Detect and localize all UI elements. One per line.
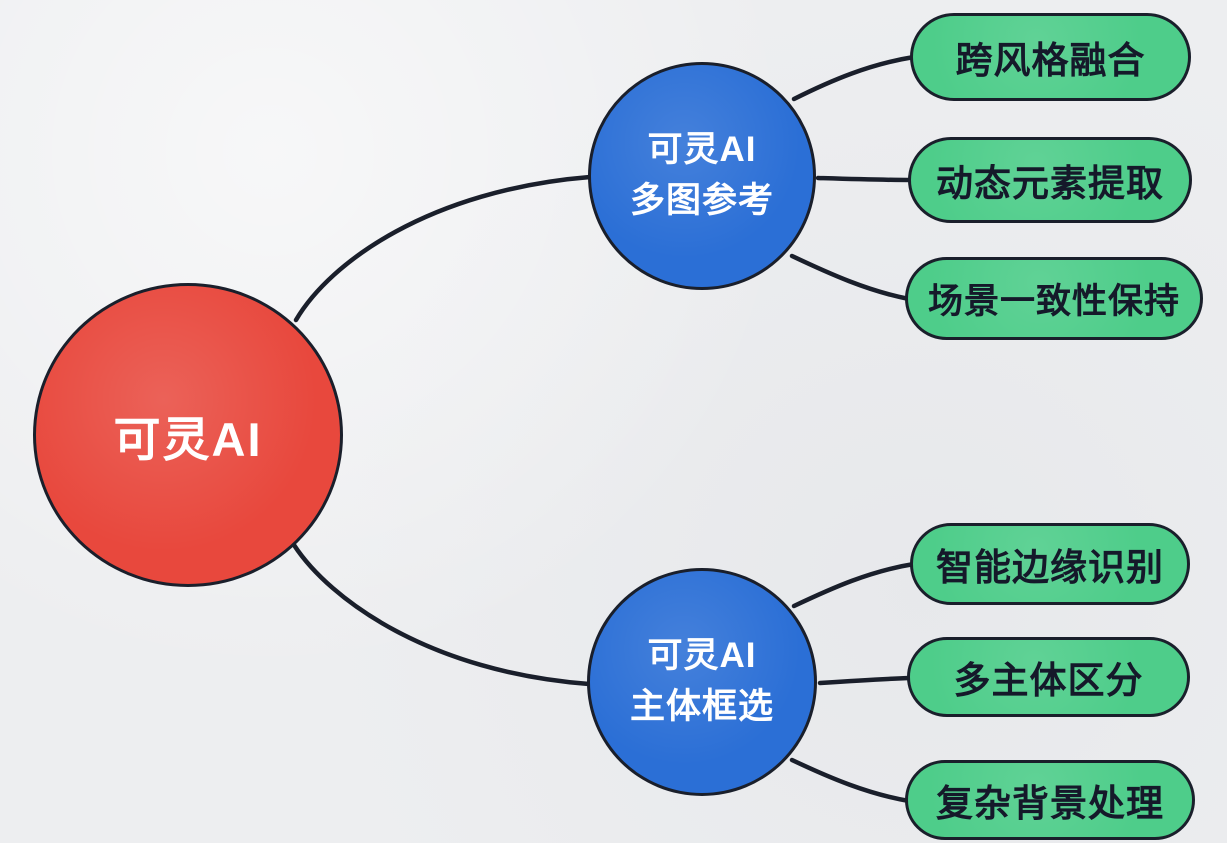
branch-node-subject-selection: 可灵AI 主体框选: [587, 568, 817, 796]
leaf-node-label: 智能边缘识别: [936, 547, 1164, 588]
connector-branch2-to-leaf5: [817, 675, 914, 686]
root-node-keling-ai: 可灵AI: [33, 283, 343, 587]
branch-node-multi-image-reference: 可灵AI 多图参考: [588, 62, 816, 290]
connector-branch1-to-leaf2: [815, 175, 915, 183]
branch-node-label-line2: 主体框选: [629, 687, 774, 726]
leaf-node-cross-style-fusion: 跨风格融合: [910, 13, 1191, 101]
leaf-node-multi-subject-distinction: 多主体区分: [907, 637, 1190, 717]
connector-branch1-to-leaf3: [789, 253, 912, 302]
connector-root-to-branch2: [291, 542, 592, 687]
leaf-node-dynamic-element-extraction: 动态元素提取: [908, 137, 1192, 223]
leaf-node-scene-consistency: 场景一致性保持: [905, 257, 1203, 340]
leaf-node-smart-edge-recognition: 智能边缘识别: [910, 523, 1190, 605]
leaf-node-label: 复杂背景处理: [936, 783, 1164, 824]
leaf-node-label: 场景一致性保持: [927, 282, 1180, 321]
leaf-node-label: 跨风格融合: [955, 40, 1146, 81]
branch-node-label-line1: 可灵AI: [647, 636, 757, 676]
leaf-node-label: 动态元素提取: [936, 163, 1164, 204]
connector-branch1-to-leaf1: [791, 54, 917, 102]
branch-node-label-line2: 多图参考: [629, 181, 774, 220]
branch-node-label-line1: 可灵AI: [647, 130, 757, 170]
connector-branch2-to-leaf4: [791, 561, 917, 609]
root-node-label: 可灵AI: [113, 412, 263, 466]
connector-root-to-branch1: [293, 174, 593, 323]
connector-branch2-to-leaf6: [789, 757, 912, 804]
leaf-node-complex-background-handling: 复杂背景处理: [905, 760, 1195, 840]
leaf-node-label: 多主体区分: [953, 660, 1144, 701]
